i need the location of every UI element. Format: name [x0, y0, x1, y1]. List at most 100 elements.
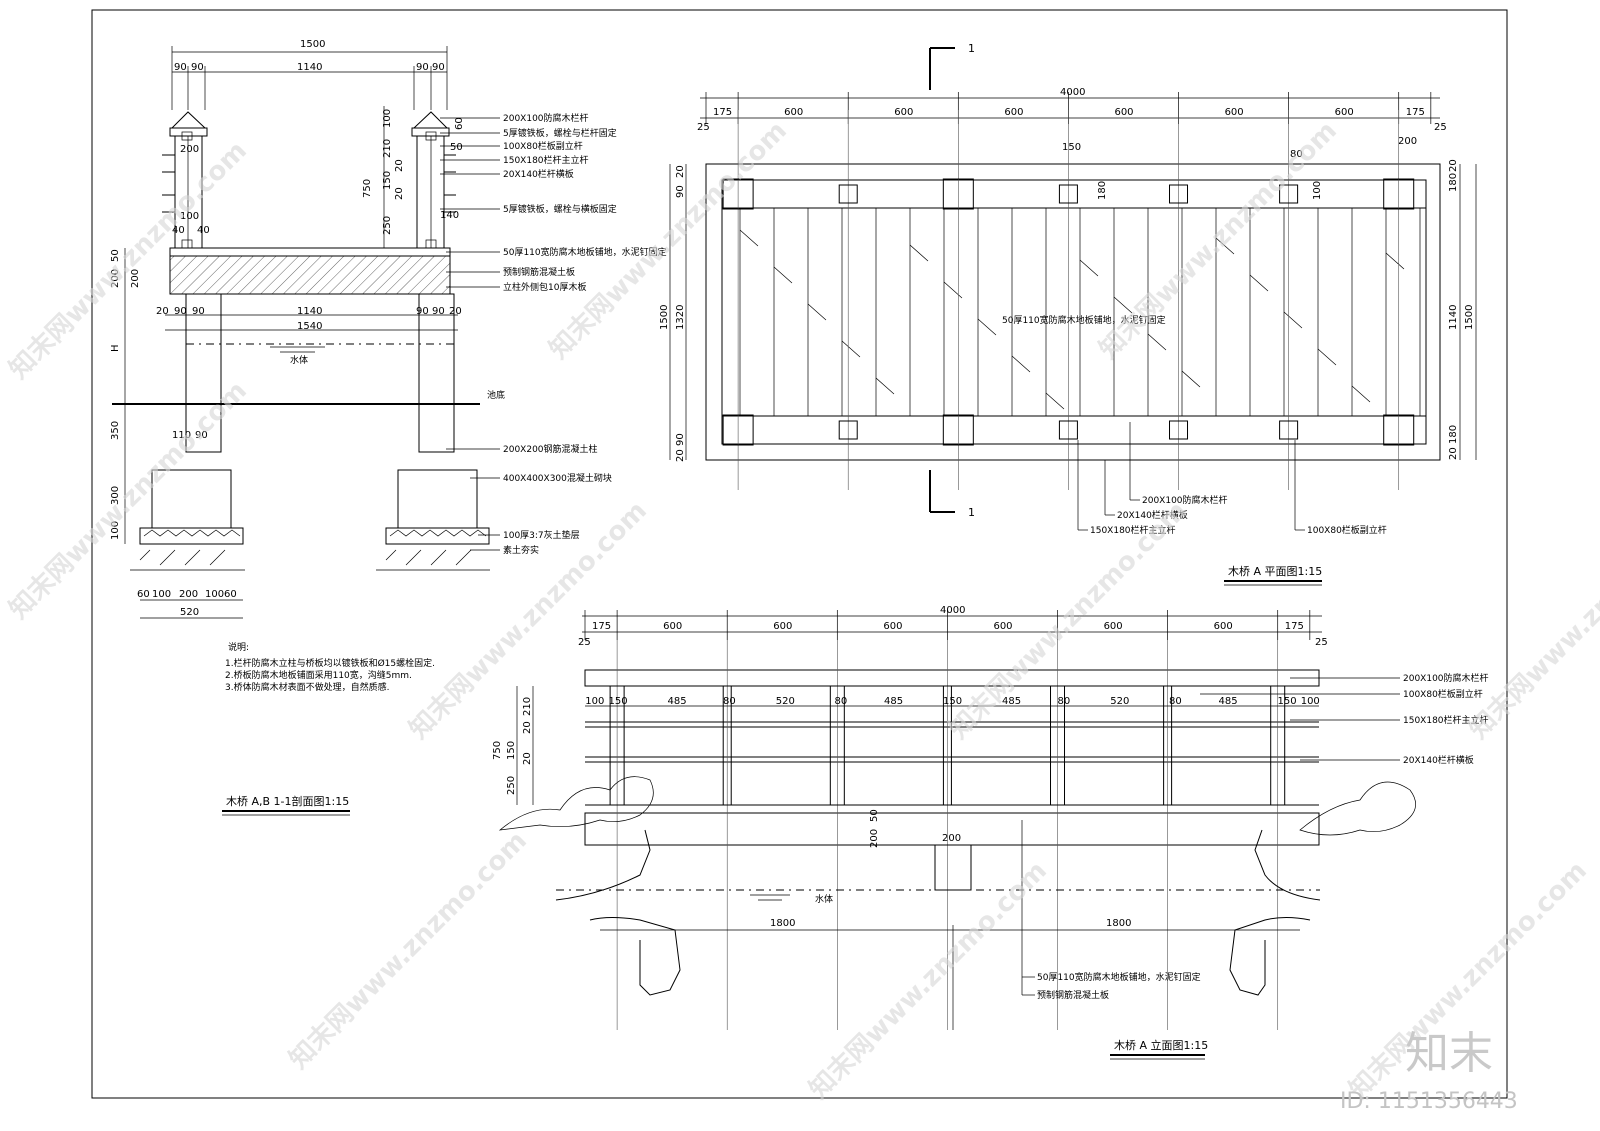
elev-segment-label: 600	[883, 621, 902, 632]
elev-segment-label: 175	[1285, 621, 1304, 632]
watermark-text-7: 知末网www.znzmo.com	[1464, 496, 1600, 745]
section-dim-b: 90	[191, 62, 204, 73]
section-label-5: 5厚镀铁板，螺栓与横板固定	[503, 203, 617, 215]
elev-inner-label: 150	[943, 696, 962, 707]
section-label-0: 200X100防腐木栏杆	[503, 112, 589, 124]
section-left-50: 50	[110, 249, 121, 262]
watermark-text-9: 知末网www.znzmo.com	[804, 856, 1053, 1105]
notes-heading: 说明:	[228, 641, 249, 653]
watermark-text-8: 知末网www.znzmo.com	[284, 826, 533, 1075]
plan-cut-mark-top: 1	[968, 42, 975, 55]
plan-cut-mark-bottom: 1	[968, 506, 975, 519]
plan-callout-3: 100X80栏板副立杆	[1307, 524, 1387, 536]
elev-post	[609, 685, 625, 806]
section-label-12: 素土夯实	[503, 544, 539, 556]
elev-left-20a: 20	[522, 721, 533, 734]
section-label-4: 20X140栏杆横板	[503, 168, 574, 180]
elev-left-250: 250	[506, 776, 517, 795]
watermark-brand: 知末	[1405, 1028, 1493, 1079]
section-right-750: 750	[362, 179, 373, 198]
section-post-100: 100	[180, 211, 199, 222]
elev-right-label-0: 200X100防腐木栏杆	[1403, 672, 1489, 684]
elev-inner-label: 150	[1277, 696, 1296, 707]
elev-segment-label: 600	[1214, 621, 1233, 632]
plan-segment-label: 600	[1114, 107, 1133, 118]
plan-left-20b: 20	[675, 449, 686, 462]
elev-deck-50: 50	[869, 809, 880, 822]
elev-bottom-label-0: 50厚110宽防腐木地板铺地，水泥钉固定	[1037, 971, 1201, 983]
elev-bottom-label-1: 预制钢筋混凝土板	[1037, 989, 1109, 1001]
elev-segment-label: 175	[592, 621, 611, 632]
section-label-7: 预制钢筋混凝土板	[503, 266, 575, 278]
notes-item-2: 2.桥板防腐木地板铺面采用110宽，沟缝5mm.	[225, 669, 412, 681]
elev-inner-label: 520	[1110, 696, 1129, 707]
plan-post	[1279, 184, 1299, 204]
section-right-20a: 20	[394, 159, 405, 172]
section-right-140: 140	[440, 210, 459, 221]
elev-left-20b: 20	[522, 752, 533, 765]
section-dim-c: 90	[416, 62, 429, 73]
plan-left-20a: 20	[675, 165, 686, 178]
plan-segment-label: 175	[713, 107, 732, 118]
plan-post	[942, 414, 974, 446]
section-left-200b: 200	[130, 269, 141, 288]
plan-edge-right: 25	[1434, 122, 1447, 133]
plan-left-90b: 90	[675, 433, 686, 446]
section-right-210: 210	[382, 139, 393, 158]
elev-inner-label: 150	[609, 696, 628, 707]
notes-item-3: 3.桥体防腐木材表面不做处理，自然质感.	[225, 681, 389, 693]
plan-post	[1169, 420, 1189, 440]
section-label-8: 立柱外侧包10厚木板	[503, 281, 586, 293]
plan-total: 4000	[1060, 87, 1085, 98]
plan-callout-1: 20X140栏杆横板	[1117, 509, 1188, 521]
elev-right-label-2: 150X180栏杆主立杆	[1403, 714, 1489, 726]
section-foot-total: 520	[180, 607, 199, 618]
section-water-label: 水体	[290, 354, 308, 366]
elev-post	[1270, 685, 1286, 806]
elev-water-label: 水体	[815, 893, 833, 905]
elev-left-750: 750	[492, 741, 503, 760]
plan-post	[722, 178, 754, 210]
elev-segment-label: 600	[773, 621, 792, 632]
elev-post	[722, 685, 732, 806]
watermark-text-4: 知末网www.znzmo.com	[4, 376, 253, 625]
elev-post	[1050, 685, 1066, 806]
elev-right-label-1: 100X80栏板副立杆	[1403, 688, 1483, 700]
section-post-90: 90	[195, 430, 208, 441]
section-right-100: 100	[382, 109, 393, 128]
elev-segment-label: 600	[993, 621, 1012, 632]
section-left-H: H	[110, 344, 121, 352]
plan-small-a: 150	[1062, 142, 1081, 153]
section-label-6: 50厚110宽防腐木地板铺地，水泥钉固定	[503, 246, 667, 258]
watermark-text-3: 知末网www.znzmo.com	[1094, 116, 1343, 365]
plan-post	[1383, 414, 1415, 446]
plan-post	[838, 184, 858, 204]
plan-post	[942, 178, 974, 210]
elev-inner-label: 80	[835, 696, 848, 707]
sheet-border	[91, 9, 1508, 1099]
plan-segment-label: 600	[894, 107, 913, 118]
section-foot-a: 60	[137, 589, 150, 600]
plan-segment-label: 175	[1406, 107, 1425, 118]
section-foot-e: 60	[224, 589, 237, 600]
section-foot-d: 100	[205, 589, 224, 600]
plan-inner-180: 180	[1097, 181, 1108, 200]
elev-inner-label: 100	[585, 696, 604, 707]
plan-post	[838, 420, 858, 440]
plan-right-180a: 180	[1448, 173, 1459, 192]
section-mid-d: 90	[416, 306, 429, 317]
elev-inner-label: 520	[776, 696, 795, 707]
plan-post	[1058, 420, 1078, 440]
plan-right-1500: 1500	[1464, 305, 1475, 330]
elev-deck-200: 200	[869, 829, 880, 848]
plan-center-label: 50厚110宽防腐木地板铺地，水泥钉固定	[1002, 314, 1166, 326]
plan-left-1320: 1320	[675, 305, 686, 330]
section-right-250: 250	[382, 216, 393, 235]
elev-inner-label: 80	[1169, 696, 1182, 707]
section-left-100: 100	[110, 521, 121, 540]
elev-inner-label: 80	[723, 696, 736, 707]
elev-left-210: 210	[522, 697, 533, 716]
section-mid-c: 90	[192, 306, 205, 317]
section-right-50: 50	[450, 142, 463, 153]
